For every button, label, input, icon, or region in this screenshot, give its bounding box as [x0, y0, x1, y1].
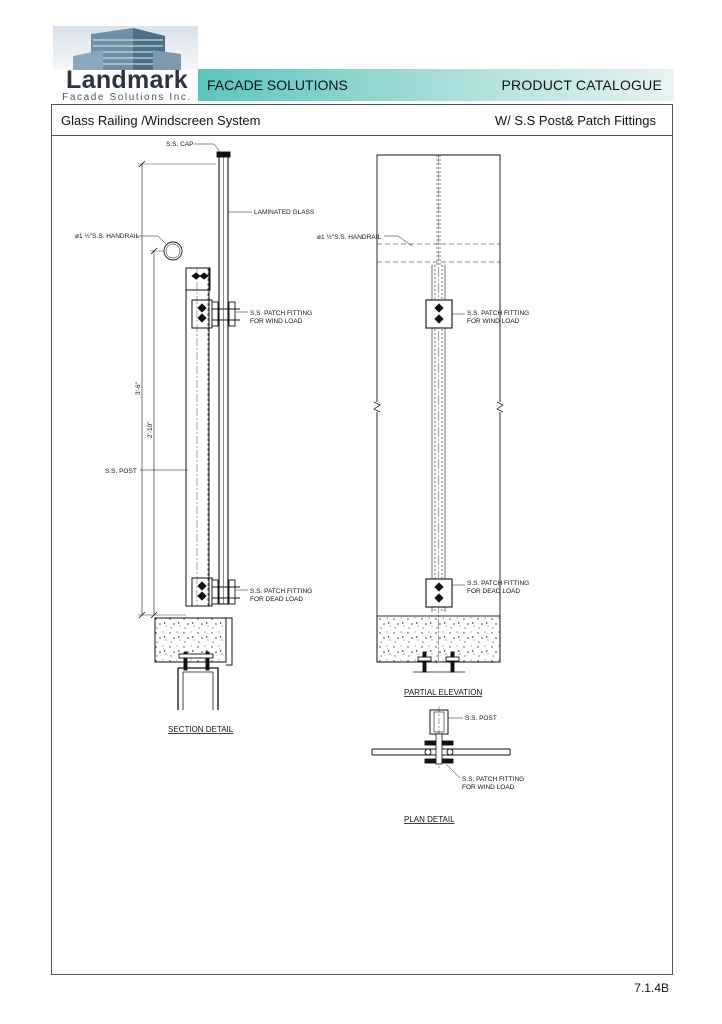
partial-elevation — [373, 154, 504, 673]
caption-plan-detail: PLAN DETAIL — [404, 815, 455, 824]
label-patch-dead-1: S.S. PATCH FITTING — [250, 588, 312, 595]
label-ss-post: S.S. POST — [105, 468, 137, 475]
section-detail — [136, 143, 252, 710]
label-laminated-glass: LAMINATED GLASS — [254, 209, 315, 216]
label-elev-patch-wind-1: S.S. PATCH FITTING — [467, 310, 529, 317]
label-elev-handrail: ø1 ½"S.S. HANDRAIL — [317, 233, 381, 241]
label-elev-patch-dead-2: FOR DEAD LOAD — [467, 588, 520, 595]
label-plan-patch-1: S.S. PATCH FITTING — [462, 776, 524, 783]
logo-tagline: Facade Solutions Inc. — [62, 92, 192, 103]
caption-partial-elevation: PARTIAL ELEVATION — [404, 688, 482, 697]
dimension-post-height: 2'-10" — [147, 421, 154, 438]
header-banner: FACADE SOLUTIONS PRODUCT CATALOGUE — [198, 69, 674, 101]
section-name: FACADE SOLUTIONS — [207, 77, 348, 93]
company-logo: Landmark Facade Solutions Inc. — [53, 26, 198, 103]
variant-title: W/ S.S Post& Patch Fittings — [494, 113, 656, 128]
drawing-frame — [51, 135, 673, 975]
section-labels: S.S. CAP LAMINATED GLASS ø1 ½"S.S. HANDR… — [75, 141, 315, 734]
building-logo-icon — [53, 26, 198, 70]
label-plan-patch-2: FOR WIND LOAD — [462, 784, 515, 791]
label-patch-wind-1: S.S. PATCH FITTING — [250, 310, 312, 317]
label-patch-dead-2: FOR DEAD LOAD — [250, 596, 303, 603]
dimension-total-height: 3'-6" — [135, 381, 142, 395]
logo-name: Landmark — [66, 66, 188, 94]
catalogue-label: PRODUCT CATALOGUE — [501, 77, 662, 93]
plan-detail — [371, 706, 511, 779]
label-elev-patch-dead-1: S.S. PATCH FITTING — [467, 580, 529, 587]
label-elev-patch-wind-2: FOR WIND LOAD — [467, 318, 520, 325]
label-ss-cap: S.S. CAP — [166, 141, 193, 148]
label-plan-post: S.S. POST — [465, 715, 497, 722]
system-title: Glass Railing /Windscreen System — [61, 113, 261, 128]
label-patch-wind-2: FOR WIND LOAD — [250, 318, 303, 325]
caption-section-detail: SECTION DETAIL — [168, 725, 234, 734]
label-handrail: ø1 ½"S.S. HANDRAIL — [75, 232, 139, 240]
plan-labels: S.S. POST S.S. PATCH FITTING FOR WIND LO… — [404, 715, 524, 824]
elevation-labels: ø1 ½"S.S. HANDRAIL S.S. PATCH FITTING FO… — [317, 233, 529, 697]
page-number: 7.1.4B — [634, 981, 669, 995]
